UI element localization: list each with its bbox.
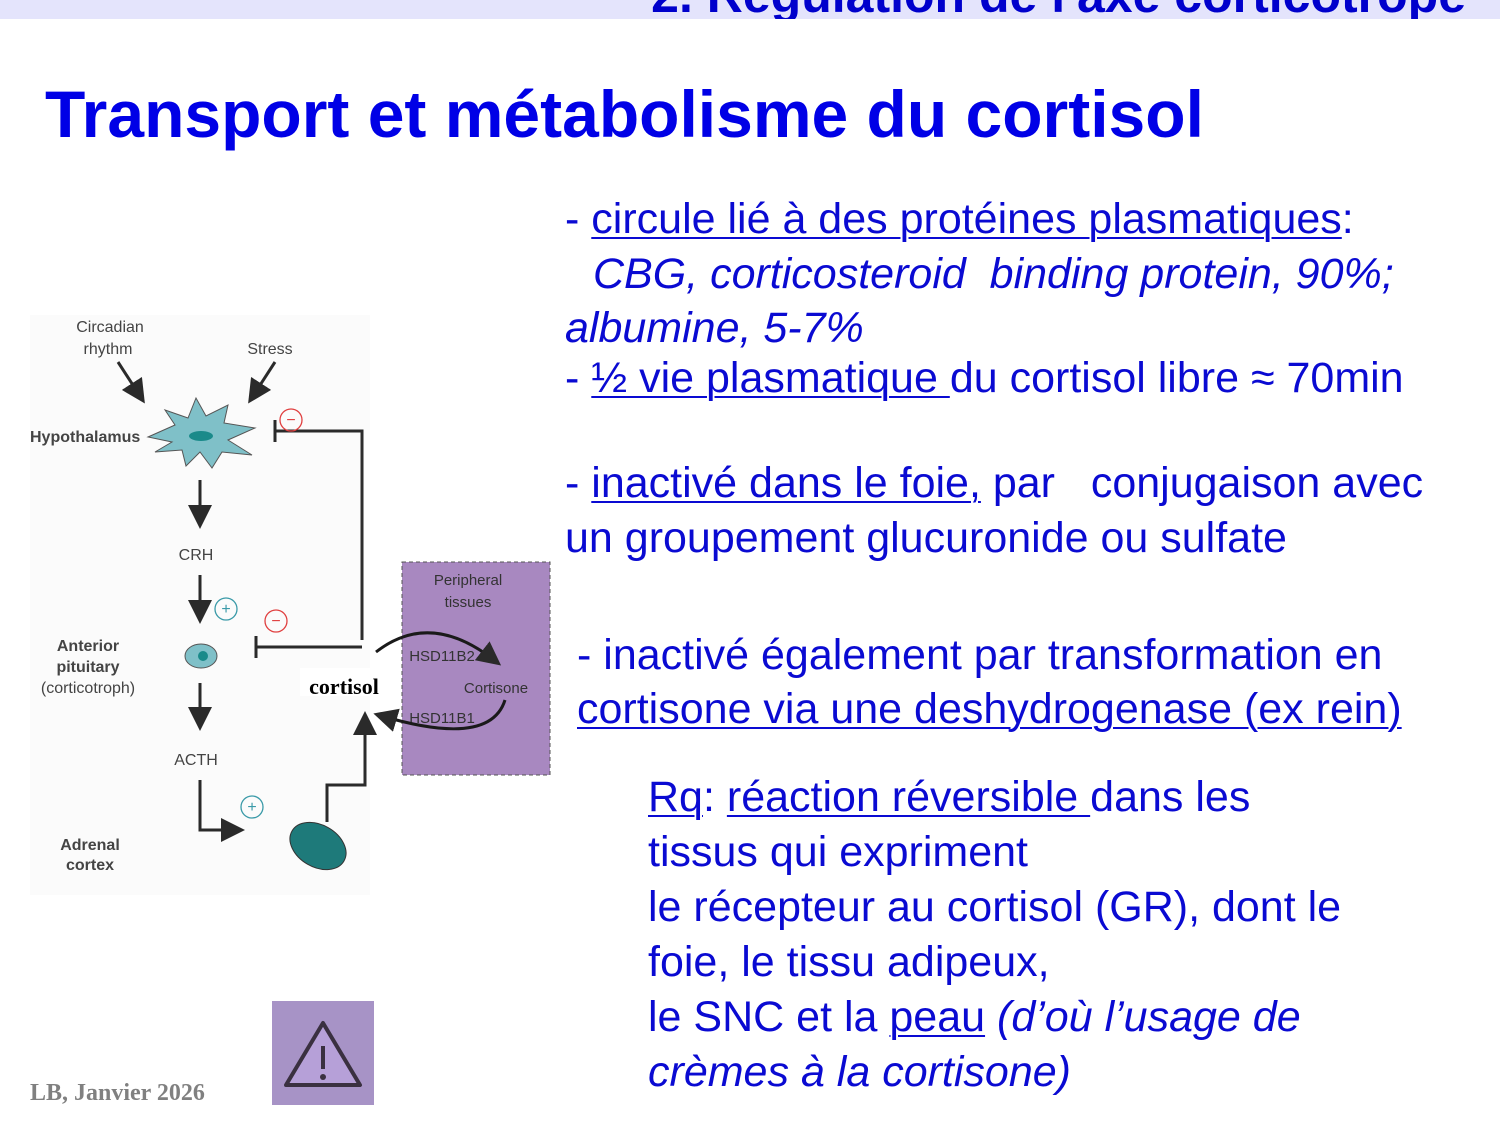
- underlined-text: ½ vie plasmatique: [591, 354, 950, 402]
- text-line-glucuronide: un groupement glucuronide ou sulfate: [565, 514, 1287, 562]
- arrow-to-adrenal: [198, 780, 245, 842]
- arrow-circadian: [116, 361, 145, 404]
- plus-icon: [240, 795, 264, 819]
- dash: -: [565, 459, 592, 507]
- text: :: [702, 773, 727, 821]
- adrenal-label: Adrenal: [60, 837, 120, 854]
- hpa-axis-diagram: Circadian rhythm Stress CRH Anterior pit…: [30, 315, 551, 895]
- minus-icon: [279, 408, 303, 432]
- peripheral-tissues-box: [401, 561, 551, 776]
- cortisol-label-background: [300, 668, 388, 696]
- adrenal-cortex-icon: [289, 821, 347, 871]
- underlined-text: peau: [889, 993, 986, 1041]
- text-line-transformation: - inactivé également par transformation …: [577, 631, 1383, 679]
- underlined-text: Rq: [648, 773, 703, 821]
- plus-sign: +: [221, 601, 230, 618]
- cortisone-label: Cortisone: [464, 680, 528, 697]
- underlined-text: réaction réversible: [726, 773, 1091, 821]
- stress-label: Stress: [247, 341, 292, 358]
- text-line-rq: Rq: réaction réversible dans les: [648, 776, 1250, 819]
- italic-text: (d’où l’usage de: [997, 993, 1301, 1041]
- text-line-snc: le SNC et la peau (d’où l’usage de: [648, 996, 1301, 1039]
- circadian-label: Circadian: [76, 319, 144, 336]
- text-line-cortisone: cortisone via une deshydrogenase (ex rei…: [577, 685, 1402, 733]
- arrow-cortisol-to-cortisone: [375, 631, 502, 666]
- cortisol-label: cortisol: [309, 674, 379, 699]
- text-line-tissus: tissus qui expriment: [648, 828, 1028, 876]
- acth-label: ACTH: [174, 752, 218, 769]
- text-line-liver: - inactivé dans le foie, par conjugaison…: [565, 462, 1423, 505]
- hypothalamus-label: Hypothalamus: [30, 429, 140, 446]
- pituitary-nucleus-icon: [198, 651, 208, 661]
- slide-title: Transport et métabolisme du cortisol: [45, 77, 1204, 151]
- pituitary-label: pituitary: [56, 659, 119, 676]
- text-line-recepteur: le récepteur au cortisol (GR), dont le: [648, 883, 1342, 931]
- minus-icon: [264, 609, 288, 633]
- text: :: [1341, 195, 1354, 243]
- feedback-line-hypothalamus: [275, 429, 364, 640]
- pituitary-label: (corticotroph): [41, 680, 135, 697]
- text: par conjugaison avec: [980, 459, 1424, 507]
- warning-box: [272, 1001, 374, 1105]
- hypothalamus-nucleus-icon: [189, 431, 213, 441]
- adrenal-label: cortex: [66, 857, 114, 874]
- pituitary-label: Anterior: [57, 638, 119, 655]
- text: [985, 993, 997, 1041]
- text-line-albumine: albumine, 5-7%: [565, 304, 864, 352]
- peripheral-label: Peripheral: [434, 572, 502, 589]
- arrow-cortisone-to-cortisol: [373, 699, 507, 732]
- underlined-text: circule lié à des protéines plasmatiques: [591, 195, 1342, 243]
- underlined-text: inactivé dans le foie,: [591, 459, 981, 507]
- text: dans les: [1090, 773, 1251, 821]
- dash: -: [565, 195, 592, 243]
- arrow-stress: [248, 361, 277, 404]
- hsd11b2-label: HSD11B2: [409, 648, 475, 665]
- header-band: 2. Régulation de l'axe corticotrope: [0, 0, 1500, 19]
- crh-label: CRH: [179, 547, 214, 564]
- minus-sign: −: [271, 613, 280, 630]
- text-line-foie: foie, le tissu adipeux,: [648, 938, 1050, 986]
- plus-sign: +: [247, 799, 256, 816]
- text-line-proteins: - circule lié à des protéines plasmatiqu…: [565, 198, 1354, 241]
- dash: -: [565, 354, 592, 402]
- text: du cortisol libre ≈ 70min: [949, 354, 1404, 402]
- text-line-cremes: crèmes à la cortisone): [648, 1048, 1071, 1096]
- text-line-cbg: CBG, corticosteroid binding protein, 90%…: [593, 250, 1394, 298]
- hsd11b1-label: HSD11B1: [409, 710, 475, 727]
- footer-author-date: LB, Janvier 2026: [30, 1080, 205, 1106]
- plus-icon: [214, 597, 238, 621]
- text-line-half-life: - ½ vie plasmatique du cortisol libre ≈ …: [565, 357, 1404, 400]
- peripheral-label: tissues: [445, 594, 492, 611]
- warning-triangle-icon: [284, 1021, 362, 1087]
- arrow-adrenal-to-cortisol: [325, 711, 377, 822]
- circadian-label: rhythm: [84, 341, 133, 358]
- text: le SNC et la: [648, 993, 890, 1041]
- section-title: 2. Régulation de l'axe corticotrope: [651, 0, 1466, 19]
- minus-sign: −: [286, 412, 295, 429]
